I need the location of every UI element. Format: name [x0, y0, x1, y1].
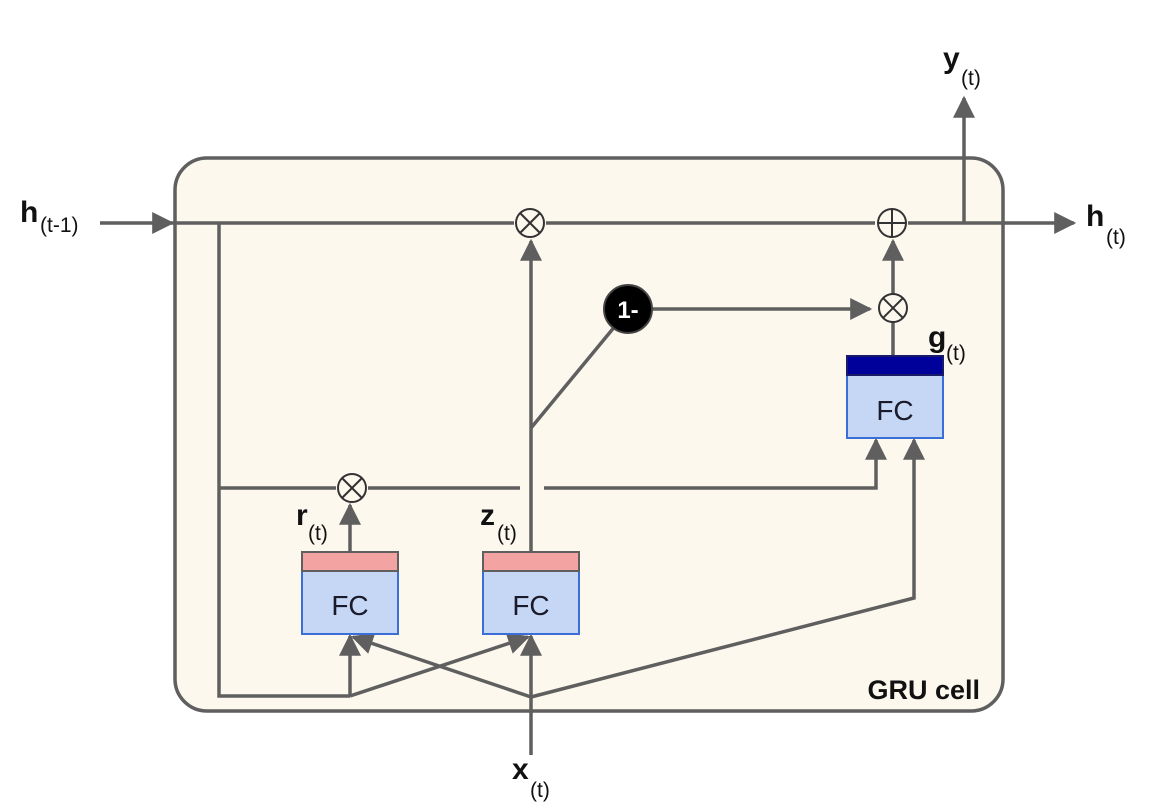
svg-text:g: g [928, 321, 946, 354]
multiply-operator-update [878, 293, 908, 323]
label-x-in: x (t) [512, 753, 550, 802]
sigmoid-bar-z [482, 551, 580, 572]
add-operator [877, 208, 907, 238]
h-prev-branch-wire [217, 223, 350, 698]
label-h-prev: h (t-1) [20, 196, 79, 237]
fc-g-label: FC [876, 395, 913, 426]
label-z-gate: z (t) [480, 499, 517, 545]
svg-text:h: h [20, 196, 38, 229]
rh-wire-b [544, 437, 887, 490]
svg-text:(t): (t) [961, 67, 981, 90]
one-minus-label: 1- [617, 297, 638, 324]
fc-layer-r: FC [301, 551, 399, 635]
svg-text:y: y [943, 42, 960, 75]
label-h-out: h (t) [1086, 200, 1126, 249]
fc-r-label: FC [331, 590, 368, 621]
fc-z-label: FC [512, 590, 549, 621]
svg-text:z: z [480, 499, 495, 532]
z-to-one-minus-wire [529, 323, 618, 430]
one-minus-node: 1- [603, 284, 653, 334]
sigmoid-bar-r [301, 551, 399, 572]
x-to-r-fc-wire [350, 632, 532, 699]
label-r-gate: r (t) [296, 499, 328, 545]
fc-layer-z: FC [482, 551, 580, 635]
label-g-gate: g (t) [928, 321, 966, 365]
svg-text:r: r [296, 499, 308, 532]
gru-cell-title: GRU cell [867, 675, 980, 705]
multiply-operator-top [515, 208, 545, 238]
multiply-operator-reset [337, 473, 367, 503]
label-y-out: y (t) [943, 42, 981, 90]
svg-text:(t): (t) [946, 342, 966, 365]
svg-text:(t): (t) [530, 779, 550, 802]
tanh-bar-g [846, 355, 944, 376]
svg-text:(t): (t) [497, 522, 517, 545]
svg-text:h: h [1086, 200, 1104, 233]
svg-text:(t): (t) [1106, 226, 1126, 249]
svg-text:(t-1): (t-1) [40, 214, 79, 237]
fc-layer-g: FC [846, 355, 944, 439]
svg-text:x: x [512, 753, 529, 786]
svg-text:(t): (t) [308, 522, 328, 545]
x-to-g-fc-wire [530, 437, 925, 699]
